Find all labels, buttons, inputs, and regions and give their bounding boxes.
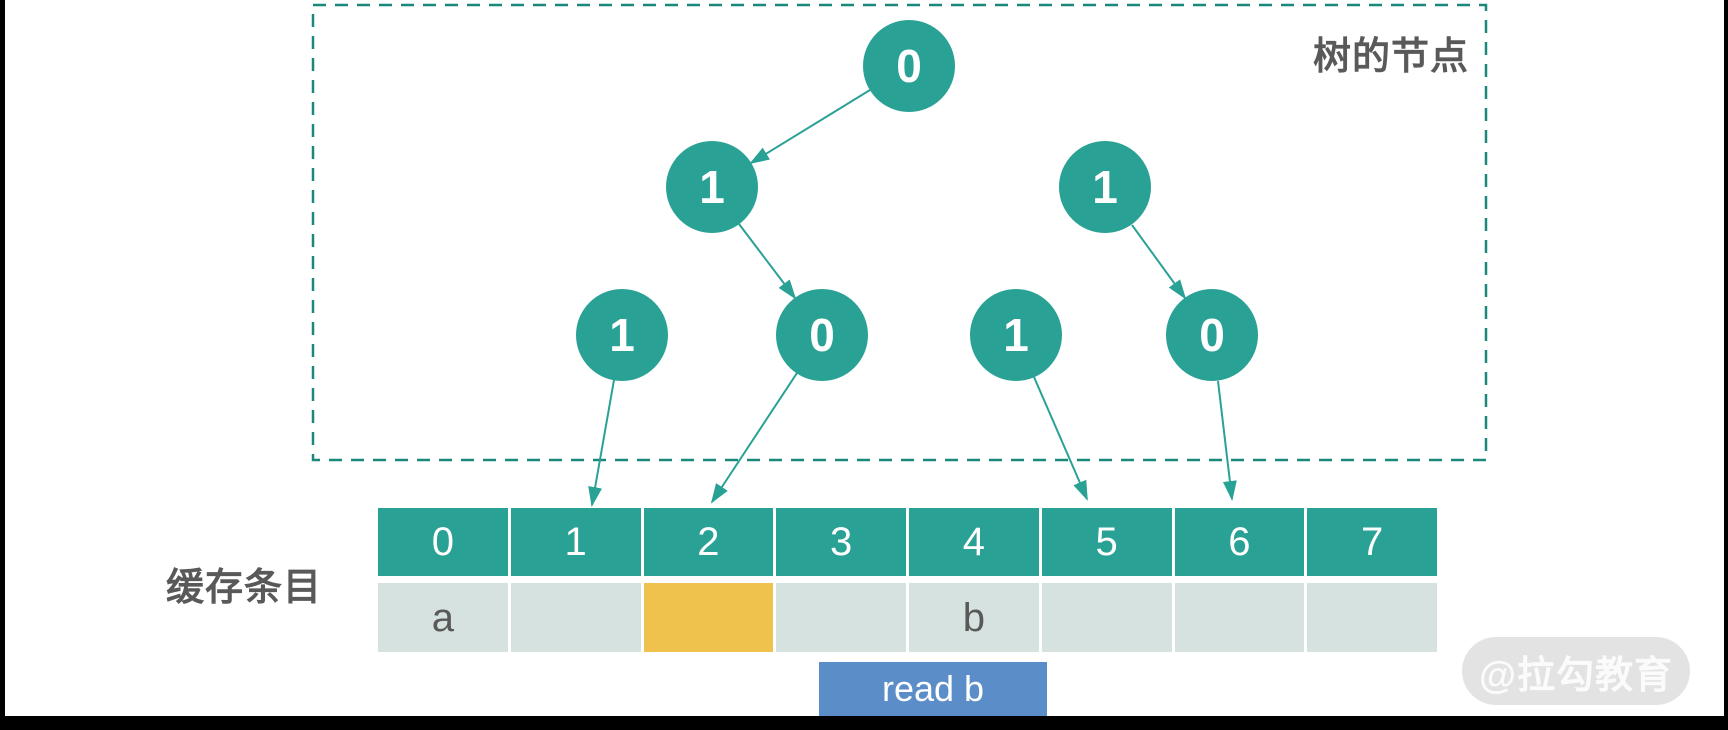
edge-node-to-cell-2 [710,372,798,504]
tree-node-level2-first: 1 [576,289,668,381]
letterbox-bar-bottom [0,716,1728,730]
edge-node-to-cell-6 [1217,380,1237,501]
tree-region-label: 树的节点 [1313,36,1470,78]
cache-value-cell-7 [1307,583,1437,652]
cache-value-row: a b [378,583,1437,652]
letterbox-bar-left [0,0,5,730]
cache-value-cell-6 [1174,583,1305,652]
cache-value-cell-2-highlighted [643,583,774,652]
cache-index-cell-3: 3 [776,508,906,576]
edge-left-child-to-zero [738,223,797,300]
cache-value-cell-0: a [378,583,508,652]
edge-root-to-left-child [749,89,871,165]
cache-entries-label: 缓存条目 [166,567,323,609]
tree-node-label: 1 [1003,309,1029,361]
tree-node-level2-fourth: 0 [1166,289,1258,381]
cache-value-cell-5 [1041,583,1172,652]
tree-node-label: 1 [1092,161,1118,213]
tree-node-label: 0 [809,309,835,361]
tree-node-label: 1 [609,309,635,361]
cache-value-cell-1 [510,583,641,652]
read-b-action-tag: read b [819,662,1047,716]
cache-index-cell-1: 1 [510,508,641,576]
tree-node-level1-left: 1 [666,141,758,233]
tree-node-level2-third: 1 [970,289,1062,381]
edge-right-node-to-zero [1131,224,1187,300]
edge-node-to-cell-1 [588,379,615,507]
cache-index-cell-4: 4 [909,508,1039,576]
cache-value-cell-3 [776,583,906,652]
tree-node-root: 0 [863,20,955,112]
tree-node-level2-second: 0 [776,289,868,381]
cache-index-cell-2: 2 [643,508,774,576]
tree-node-label: 1 [699,161,725,213]
tree-node-label: 0 [1199,309,1225,361]
letterbox-bar-right [1724,0,1728,730]
edge-node-to-cell-5 [1033,376,1088,501]
cache-index-cell-7: 7 [1307,508,1437,576]
cache-value-cell-4: b [909,583,1039,652]
cache-index-cell-5: 5 [1041,508,1172,576]
cache-index-row: 0 1 2 3 4 5 6 7 [378,508,1437,576]
watermark-badge: @拉勾教育 [1462,637,1690,705]
tree-node-label: 0 [896,40,922,92]
cache-index-cell-6: 6 [1174,508,1305,576]
cache-index-cell-0: 0 [378,508,508,576]
tree-node-level1-right: 1 [1059,141,1151,233]
